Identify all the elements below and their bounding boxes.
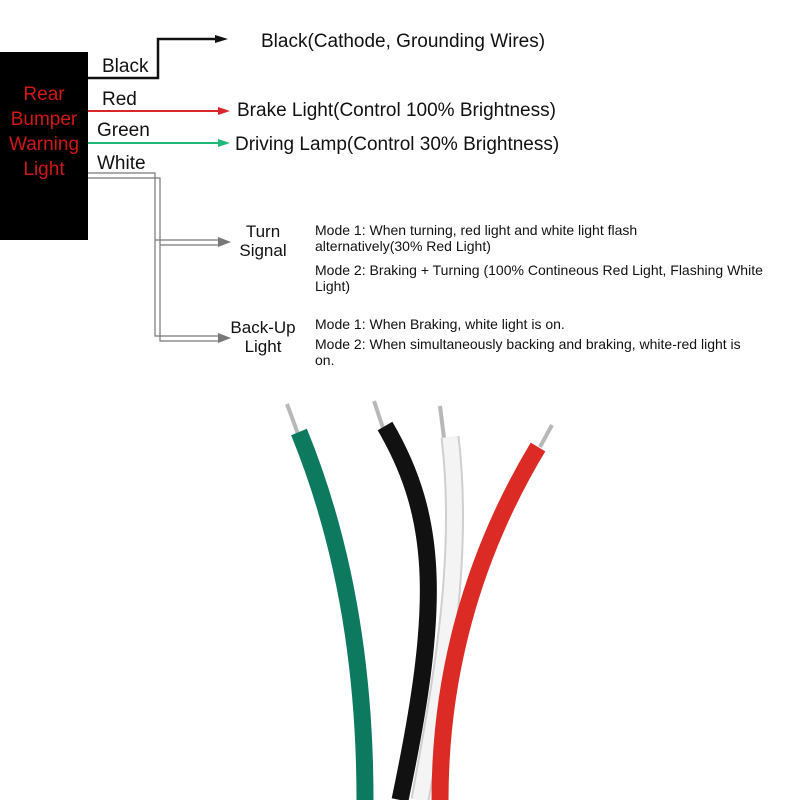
- green-wire-function: Driving Lamp(Control 30% Brightness): [235, 134, 560, 155]
- device-box: [0, 52, 88, 240]
- white-wire-label: White: [97, 153, 146, 174]
- red-arrow-icon: [218, 107, 230, 115]
- backup-light-label: Back-Up Light: [230, 318, 296, 356]
- black-arrow-icon: [215, 35, 228, 43]
- red-wire-line: [88, 107, 230, 115]
- turn-signal-mode2: Mode 2: Braking + Turning (100% Contineo…: [315, 262, 763, 294]
- red-wire-photo: [431, 442, 546, 800]
- red-wire-label: Red: [102, 89, 137, 110]
- turn-signal-label: Turn Signal: [239, 222, 287, 260]
- backup-light-mode1: Mode 1: When Braking, white light is on.: [315, 316, 565, 332]
- device-label: Rear Bumper Warning Light: [8, 84, 80, 180]
- black-wire-conductor: [372, 400, 385, 429]
- white-wire-conductor: [438, 405, 446, 439]
- turn-signal-arrow-icon: [218, 237, 231, 247]
- red-wire-conductor: [538, 424, 554, 448]
- white-wire-line: [88, 172, 231, 343]
- green-wire-photo: [291, 428, 374, 800]
- green-wire-label: Green: [97, 120, 150, 141]
- green-arrow-icon: [218, 139, 230, 147]
- black-wire-label: Black: [102, 56, 149, 77]
- green-wire-line: [88, 139, 230, 147]
- black-wire-line: [88, 35, 228, 80]
- backup-light-mode2: Mode 2: When simultaneously backing and …: [315, 336, 741, 368]
- wires-photo: [285, 400, 554, 800]
- white-wire-photo: [412, 436, 463, 800]
- turn-signal-mode1: Mode 1: When turning, red light and whit…: [315, 222, 638, 254]
- black-wire-photo: [377, 421, 437, 800]
- backup-arrow-icon: [218, 333, 231, 343]
- black-wire-function: Black(Cathode, Grounding Wires): [261, 31, 546, 52]
- red-wire-function: Brake Light(Control 100% Brightness): [237, 100, 556, 121]
- green-wire-conductor: [285, 403, 300, 435]
